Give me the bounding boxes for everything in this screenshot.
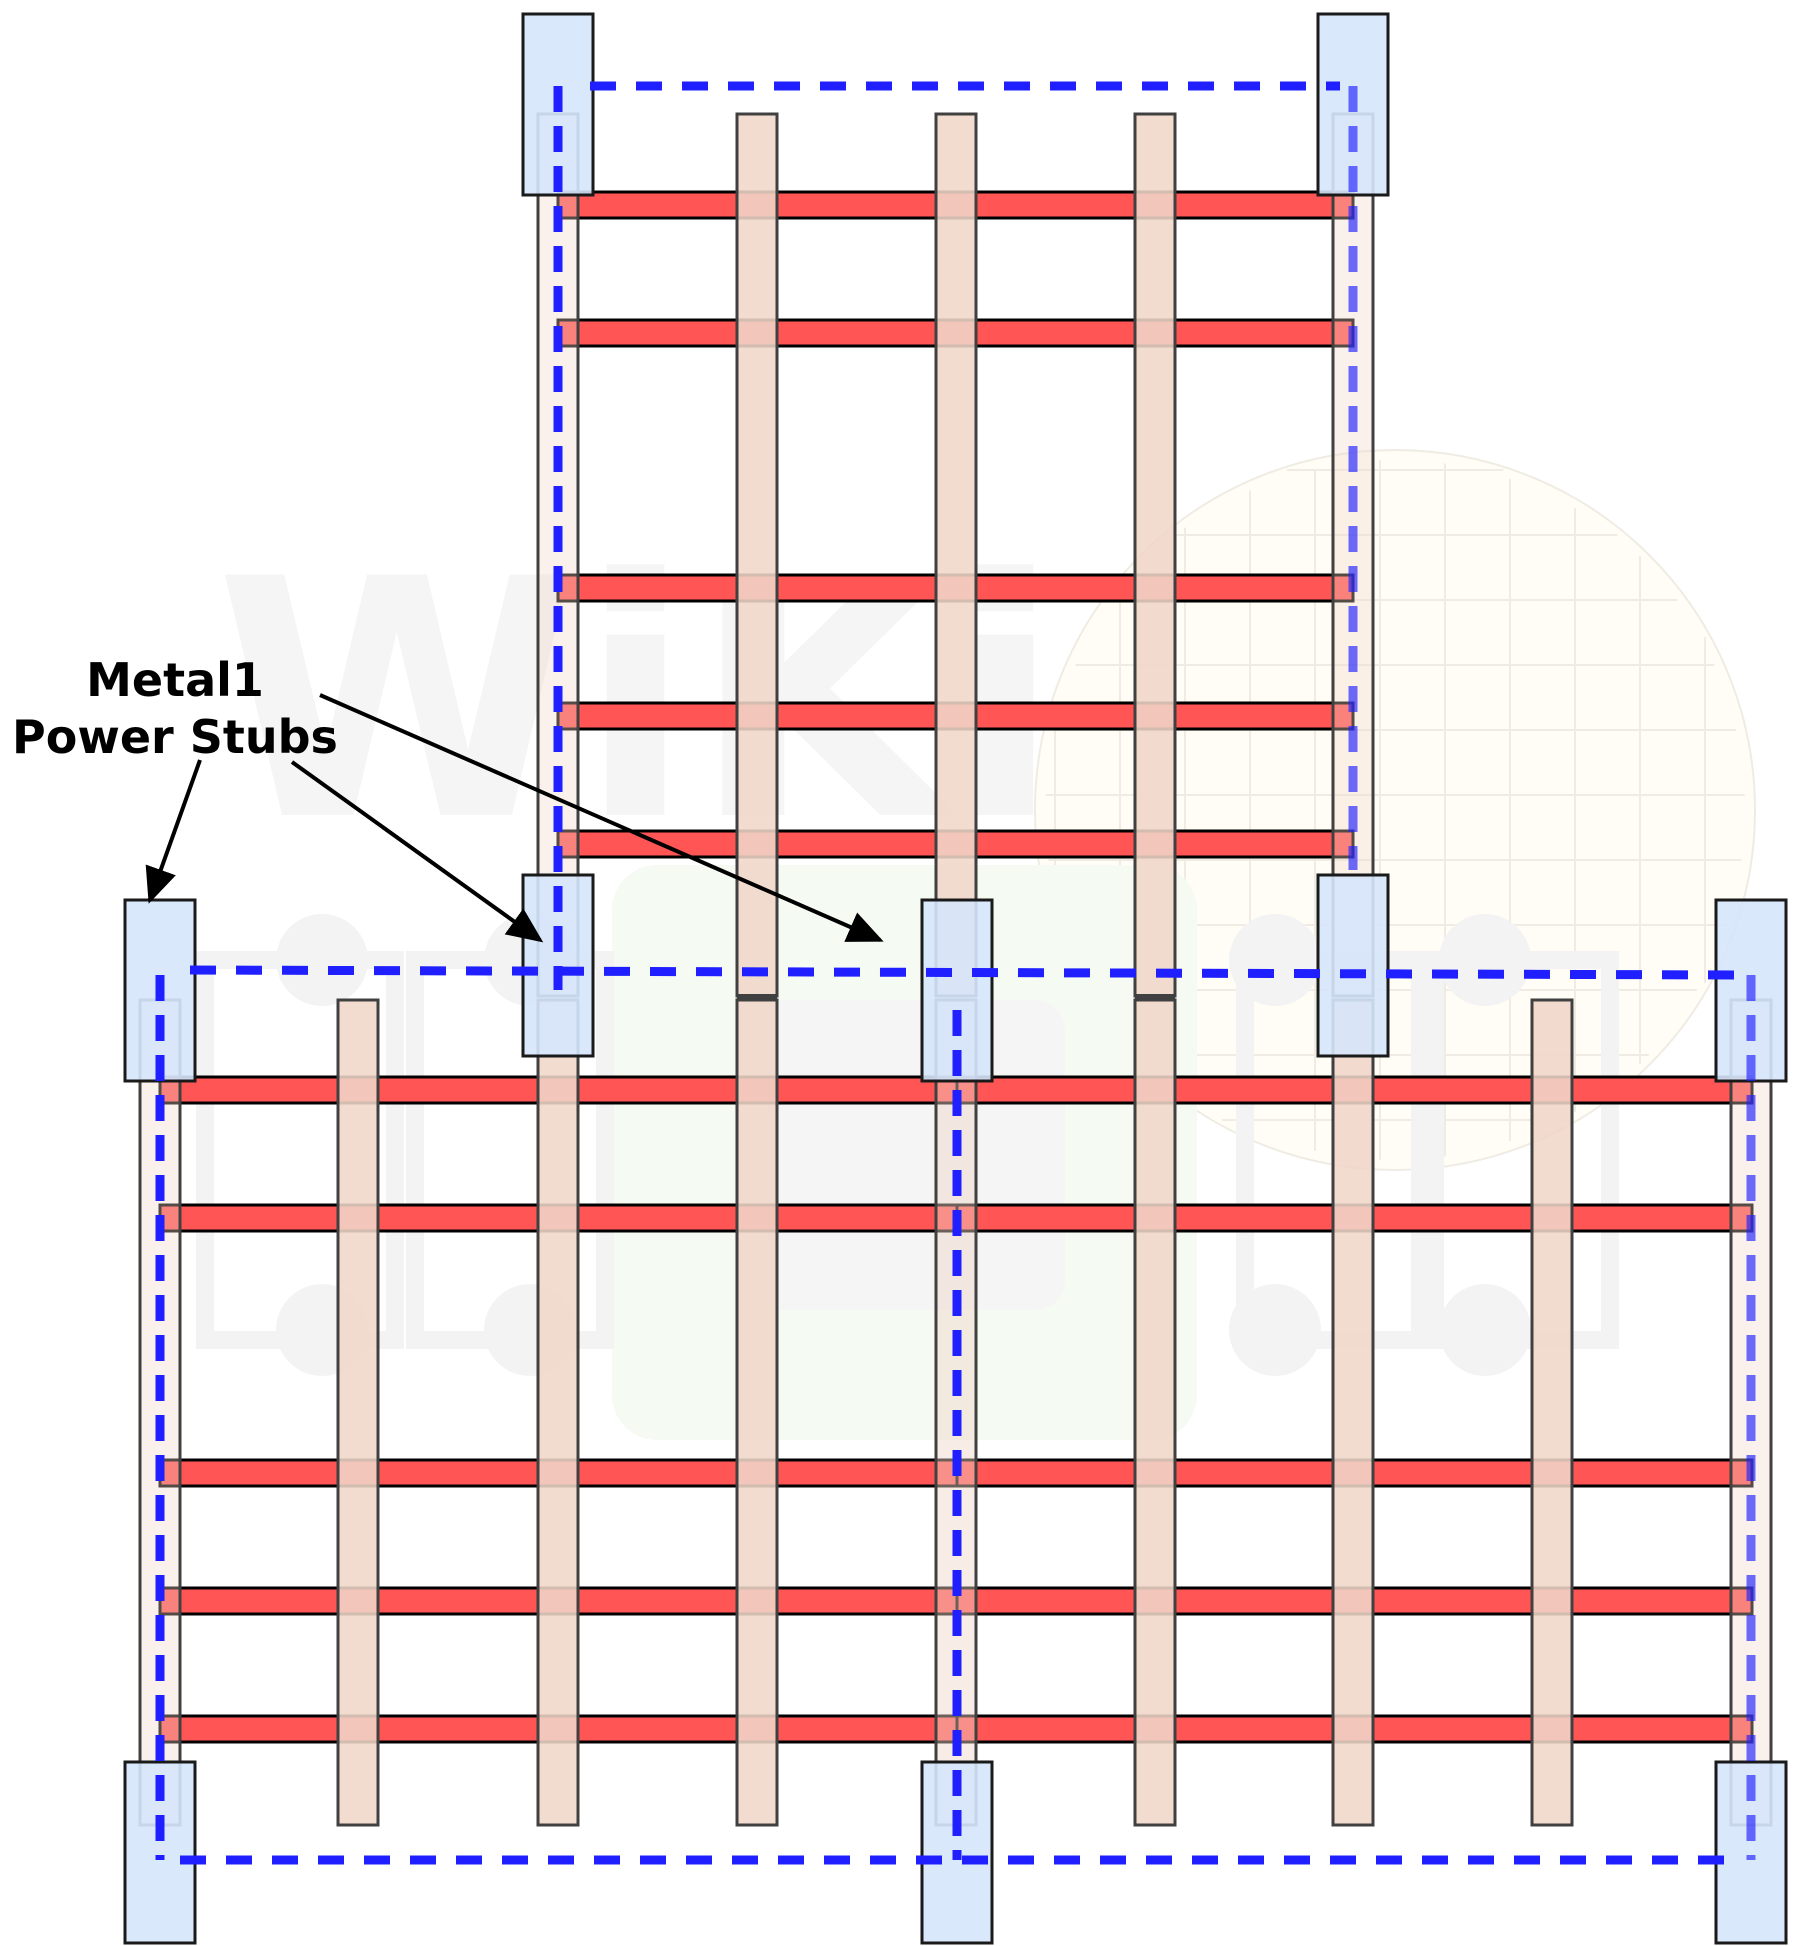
poly-stripe (1331, 998, 1375, 1827)
arrow-icon (319, 693, 884, 942)
callout-line-2: Power Stubs (12, 710, 338, 764)
poly-layer (138, 112, 1773, 1827)
wafer-logo-icon (1034, 449, 1756, 1171)
callout-line-1: Metal1 (86, 653, 264, 707)
poly-stripe (1530, 998, 1574, 1827)
power-path-layer (155, 81, 1756, 1865)
callout-label: Metal1 Power Stubs (0, 652, 350, 766)
watermark-text: WiKi (215, 509, 1061, 893)
poly-stripe (336, 998, 380, 1827)
arrow-icon (290, 760, 544, 943)
poly-stripe (934, 112, 978, 998)
poly-stripe (536, 998, 580, 1827)
poly-stripe (1133, 112, 1177, 998)
power-stub-pad (1316, 873, 1390, 1058)
poly-cap (737, 994, 777, 999)
poly-stripe (1133, 998, 1177, 1827)
poly-cap (1135, 994, 1175, 999)
arrow-icon (145, 759, 202, 904)
callout-arrows (145, 693, 884, 943)
poly-stripe (735, 112, 779, 998)
poly-stripe (735, 998, 779, 1827)
power-path-segment (189, 965, 1741, 980)
